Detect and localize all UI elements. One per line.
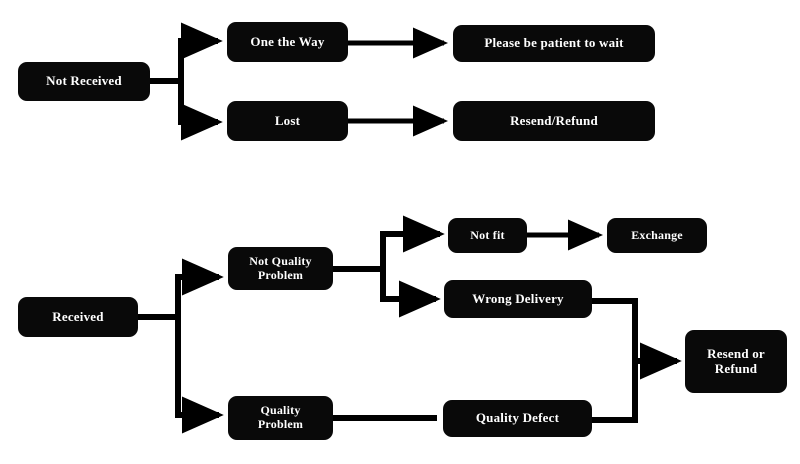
node-label: Not Quality Problem — [249, 253, 312, 282]
node-received[interactable]: Received — [18, 297, 138, 337]
node-label: Resend/Refund — [510, 112, 598, 128]
node-label: Lost — [274, 112, 301, 128]
node-label: Wrong Delivery — [472, 290, 564, 306]
node-lost[interactable]: Lost — [227, 101, 348, 141]
node-not-fit[interactable]: Not fit — [448, 218, 527, 253]
node-label: Exchange — [631, 227, 683, 242]
node-label: Quality Defect — [475, 410, 560, 426]
node-label: Not Received — [46, 73, 122, 89]
node-resend-or-refund[interactable]: Resend or Refund — [685, 330, 787, 393]
node-not-quality-problem[interactable]: Not Quality Problem — [228, 247, 333, 290]
node-label: Not fit — [470, 227, 505, 242]
node-please-be-patient-to-wait[interactable]: Please be patient to wait — [453, 25, 655, 62]
node-exchange[interactable]: Exchange — [607, 218, 707, 253]
node-label: Resend or Refund — [707, 345, 765, 376]
node-wrong-delivery[interactable]: Wrong Delivery — [444, 280, 592, 318]
node-resend-refund[interactable]: Resend/Refund — [453, 101, 655, 141]
node-label: Please be patient to wait — [484, 35, 624, 51]
node-label: Received — [52, 308, 104, 324]
node-quality-problem[interactable]: Quality Problem — [228, 396, 333, 440]
node-label: One the Way — [250, 33, 325, 49]
node-quality-defect[interactable]: Quality Defect — [443, 400, 592, 437]
node-not-received[interactable]: Not Received — [18, 62, 150, 101]
node-label: Quality Problem — [257, 403, 304, 431]
node-one-the-way[interactable]: One the Way — [227, 22, 348, 62]
